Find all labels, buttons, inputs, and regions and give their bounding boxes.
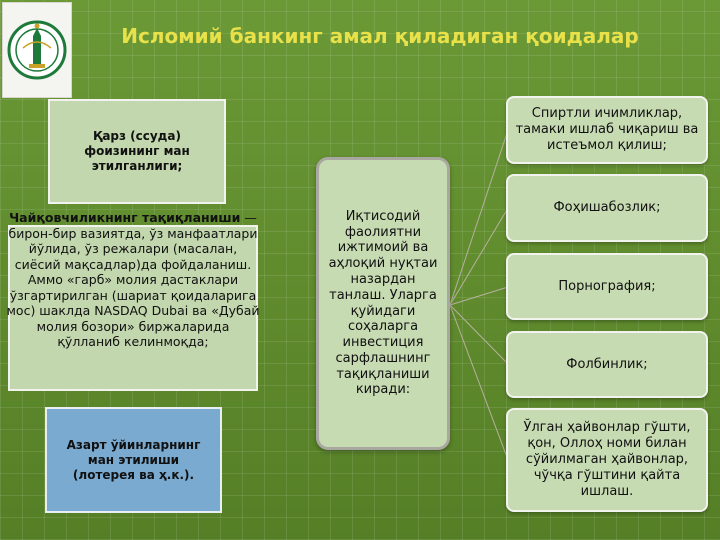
page-title: Исломий банкинг амал қиладиган қоидалар [121, 24, 639, 48]
azart-box: Азарт ўйинларнинг ман этилиши (лотерея в… [45, 407, 222, 513]
tajovuz-box [8, 225, 258, 391]
right-text-meat: Ўлган ҳайвонлар гўшти, қон, Оллоҳ номи б… [523, 420, 691, 499]
right-text-fortune: Фолбинлик; [566, 356, 648, 372]
right-box-meat: Ўлган ҳайвонлар гўшти, қон, Оллоҳ номи б… [506, 408, 708, 512]
right-text-prostitution: Фоҳишабозлик; [553, 200, 661, 215]
center-box: Иқтисодий фаолиятни ижтимоий ва аҳлоқий … [316, 157, 450, 450]
azart-text: Азарт ўйинларнинг ман этилиши (лотерея в… [66, 437, 201, 482]
right-box-prostitution: Фоҳишабозлик; [506, 174, 708, 242]
tajovuz-bold: Чайқовчиликнинг тақиқланиши [9, 210, 241, 225]
right-box-alcohol: Спиртли ичимликлар, тамаки ишлаб чиқариш… [506, 96, 708, 164]
tajovuz-text-block: Чайқовчиликнинг тақиқланиши — бирон-бир … [4, 210, 262, 350]
qarz-text: Қарз (ссуда) фоизининг ман этилганлиги; [84, 129, 190, 173]
tajovuz-text: — бирон-бир вазиятда, ўз манфаатлари йўл… [6, 210, 260, 349]
qarz-box: Қарз (ссуда) фоизининг ман этилганлиги; [48, 99, 226, 204]
right-text-pornography: Порнография; [558, 278, 656, 294]
bank-logo [2, 2, 72, 98]
center-text: Иқтисодий фаолиятни ижтимоий ва аҳлоқий … [328, 208, 438, 398]
right-box-pornography: Порнография; [506, 253, 708, 320]
right-box-fortune: Фолбинлик; [506, 331, 708, 398]
right-text-alcohol: Спиртли ичимликлар, тамаки ишлаб чиқариш… [515, 106, 699, 153]
